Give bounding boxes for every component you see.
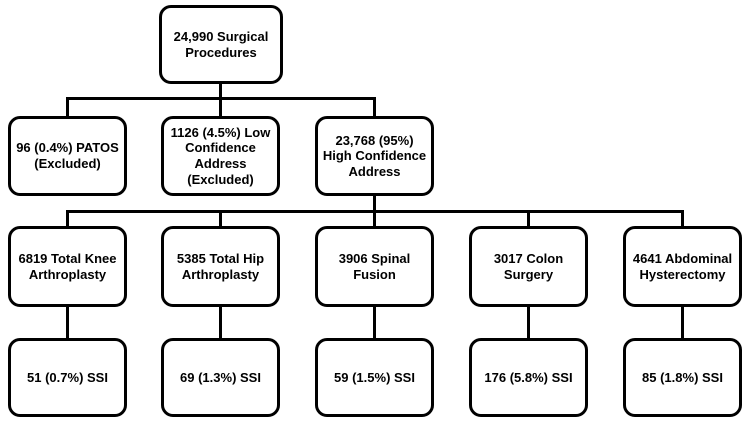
node-total-knee-arthroplasty-label: 6819 Total Knee Arthroplasty [18, 250, 117, 282]
connector-drop-knee [66, 210, 69, 226]
node-ssi-spinal: 59 (1.5%) SSI [315, 338, 434, 417]
node-ssi-hysterectomy-label: 85 (1.8%) SSI [642, 369, 723, 385]
node-ssi-spinal-label: 59 (1.5%) SSI [334, 369, 415, 385]
connector-drop-hysterectomy [681, 210, 684, 226]
connector-ssi-colon [527, 307, 530, 338]
node-total-procedures-label: 24,990 Surgical Procedures [173, 28, 269, 60]
node-ssi-hip-label: 69 (1.3%) SSI [180, 369, 261, 385]
connector-root-stem [219, 84, 222, 99]
connector-drop-high-confidence [373, 97, 376, 116]
connector-drop-hip [219, 210, 222, 226]
node-colon-surgery-label: 3017 Colon Surgery [493, 250, 564, 282]
node-ssi-knee-label: 51 (0.7%) SSI [27, 369, 108, 385]
node-total-knee-arthroplasty: 6819 Total Knee Arthroplasty [8, 226, 127, 307]
node-colon-surgery: 3017 Colon Surgery [469, 226, 588, 307]
connector-ssi-hysterectomy [681, 307, 684, 338]
connector-drop-colon [527, 210, 530, 226]
node-ssi-knee: 51 (0.7%) SSI [8, 338, 127, 417]
node-ssi-hysterectomy: 85 (1.8%) SSI [623, 338, 742, 417]
node-spinal-fusion-label: 3906 Spinal Fusion [338, 250, 411, 282]
node-abdominal-hysterectomy: 4641 Abdominal Hysterectomy [623, 226, 742, 307]
node-total-hip-arthroplasty: 5385 Total Hip Arthroplasty [161, 226, 280, 307]
connector-drop-spinal [373, 210, 376, 226]
connector-high-confidence-stem [373, 196, 376, 212]
node-high-confidence-address: 23,768 (95%) High Confidence Address [315, 116, 434, 196]
node-ssi-colon: 176 (5.8%) SSI [469, 338, 588, 417]
node-ssi-colon-label: 176 (5.8%) SSI [484, 369, 573, 385]
node-total-hip-arthroplasty-label: 5385 Total Hip Arthroplasty [176, 250, 265, 282]
node-total-procedures: 24,990 Surgical Procedures [159, 5, 283, 84]
connector-ssi-knee [66, 307, 69, 338]
connector-ssi-spinal [373, 307, 376, 338]
node-ssi-hip: 69 (1.3%) SSI [161, 338, 280, 417]
node-low-confidence-excluded: 1126 (4.5%) Low Confidence Address (Excl… [161, 116, 280, 196]
connector-drop-patos [66, 97, 69, 116]
node-patos-excluded-label: 96 (0.4%) PATOS (Excluded) [16, 140, 119, 171]
node-abdominal-hysterectomy-label: 4641 Abdominal Hysterectomy [632, 250, 733, 282]
node-low-confidence-excluded-label: 1126 (4.5%) Low Confidence Address (Excl… [170, 124, 271, 187]
node-high-confidence-address-label: 23,768 (95%) High Confidence Address [322, 132, 427, 179]
connector-drop-low-confidence [219, 97, 222, 116]
node-patos-excluded: 96 (0.4%) PATOS (Excluded) [8, 116, 127, 196]
node-spinal-fusion: 3906 Spinal Fusion [315, 226, 434, 307]
connector-ssi-hip [219, 307, 222, 338]
